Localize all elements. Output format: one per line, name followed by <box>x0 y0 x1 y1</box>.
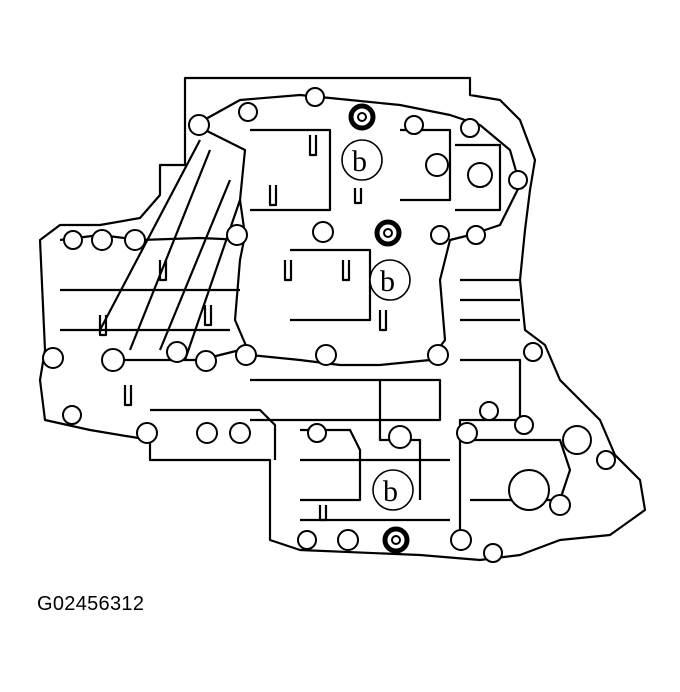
callout-b-3: b <box>383 475 398 508</box>
callout-b-2: b <box>380 265 395 298</box>
figure-code: G02456312 <box>37 593 145 615</box>
highlighted-bolts <box>348 103 410 554</box>
callout-b-1: b <box>352 145 367 178</box>
